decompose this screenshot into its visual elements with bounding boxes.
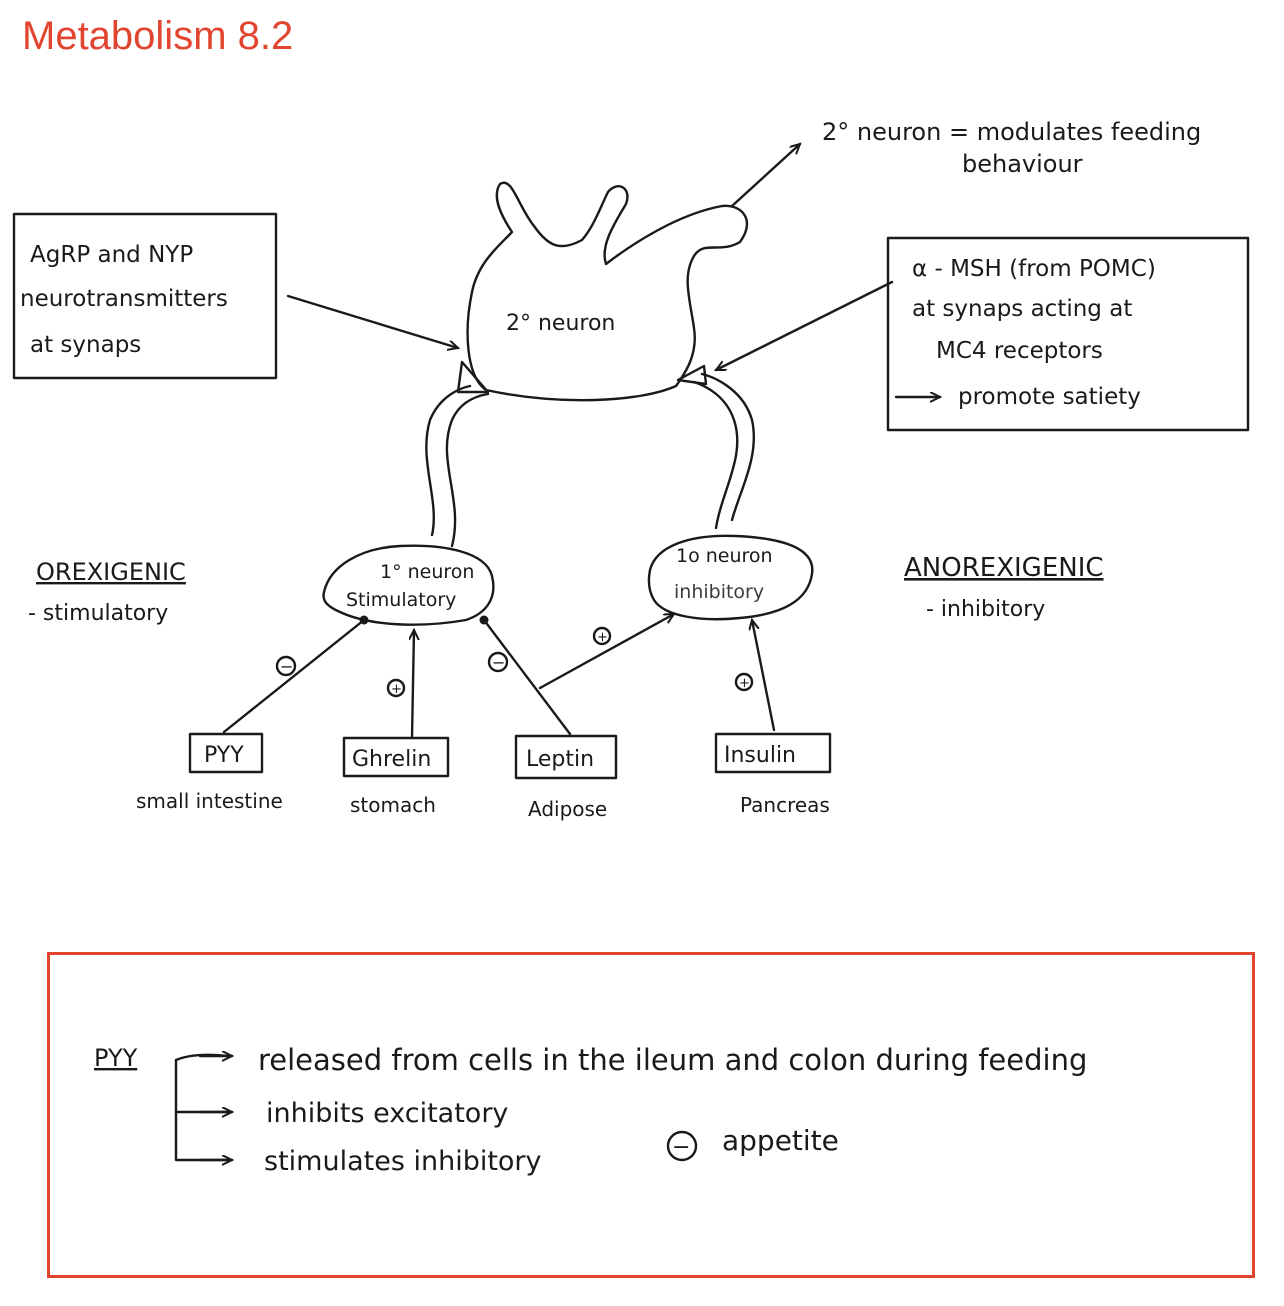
primary-neuron-left-line1: 1° neuron	[380, 561, 474, 583]
axon-right	[694, 374, 754, 528]
second-neuron-label: 2° neuron	[506, 311, 615, 336]
insulin-stimulate-line	[752, 620, 774, 730]
msh-arrow	[716, 282, 892, 370]
pyy-inhibit-line	[224, 620, 364, 732]
pyy-source: small intestine	[136, 789, 283, 813]
agrp-box-line1: AgRP and NYP	[30, 242, 193, 268]
insulin-plus-sign: +	[736, 674, 752, 691]
leptin-stimulate-line	[540, 614, 674, 688]
ghrelin-plus-sign: +	[388, 680, 404, 697]
orexigenic-heading: OREXIGENIC	[36, 558, 186, 586]
svg-text:−: −	[492, 653, 505, 672]
msh-box-line4: promote satiety	[958, 384, 1141, 410]
insulin-source: Pancreas	[740, 793, 830, 817]
anorexigenic-sub: - inhibitory	[926, 597, 1045, 622]
ghrelin-stimulate-line	[412, 630, 414, 738]
note-box	[47, 952, 1255, 1278]
ghrelin-label: Ghrelin	[352, 747, 431, 772]
note-arrow	[732, 144, 800, 206]
primary-neuron-right-line1: 1o neuron	[676, 545, 773, 567]
svg-text:+: +	[597, 630, 608, 645]
primary-neuron-stimulatory	[324, 546, 494, 625]
second-neuron-note-line1: 2° neuron = modulates feeding	[822, 118, 1201, 146]
orexigenic-sub: - stimulatory	[28, 601, 168, 626]
agrp-arrow	[288, 296, 458, 348]
msh-box-line3: MC4 receptors	[936, 338, 1103, 364]
leptin-minus-sign: −	[489, 653, 507, 672]
leptin-inhibit-line	[484, 620, 570, 734]
primary-neuron-left-line2: Stimulatory	[346, 589, 456, 611]
agrp-box-line3: at synaps	[30, 332, 141, 358]
anorexigenic-heading: ANOREXIGENIC	[904, 553, 1104, 583]
leptin-plus-sign: +	[594, 628, 610, 645]
msh-box-line1: α - MSH (from POMC)	[912, 256, 1156, 282]
svg-text:+: +	[739, 676, 750, 691]
svg-text:+: +	[391, 682, 402, 697]
ghrelin-source: stomach	[350, 793, 436, 817]
pyy-minus-sign: −	[277, 657, 295, 676]
agrp-box-line2: neurotransmitters	[20, 286, 228, 312]
leptin-source: Adipose	[528, 797, 607, 821]
primary-neuron-right-line2: inhibitory	[674, 581, 764, 603]
msh-box-line2: at synaps acting at	[912, 296, 1132, 322]
pyy-label: PYY	[204, 743, 244, 768]
axon-left	[426, 386, 488, 546]
svg-text:−: −	[280, 657, 293, 676]
insulin-label: Insulin	[724, 743, 796, 768]
leptin-label: Leptin	[526, 747, 594, 772]
second-neuron-note-line2: behaviour	[962, 150, 1083, 178]
